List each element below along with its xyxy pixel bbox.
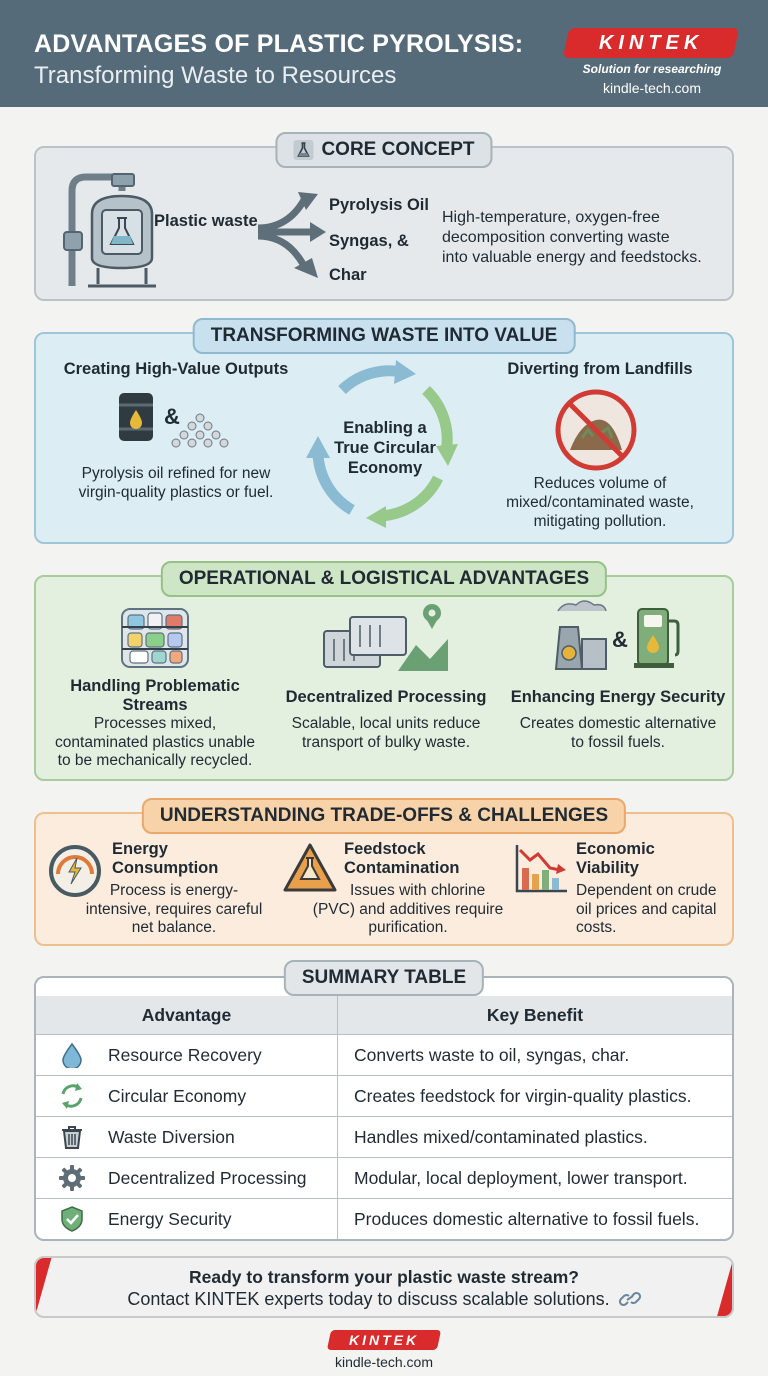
feedstock-contamination-title: Feedstock Contamination — [344, 840, 460, 877]
kintek-logo[interactable]: KINTEK — [562, 28, 740, 58]
column-header-benefit: Key Benefit — [486, 1004, 584, 1025]
benefit-cell: Modular, local deployment, lower transpo… — [354, 1167, 688, 1188]
table-row: Circular Economy Creates feedstock for v… — [36, 1075, 732, 1116]
advantage-cell: Energy Security — [108, 1208, 232, 1229]
trade-offs-heading: UNDERSTANDING TRADE-OFFS & CHALLENGES — [141, 798, 627, 834]
footer-url-link[interactable]: kindle-tech.com — [334, 1354, 434, 1370]
link-chain-icon[interactable] — [618, 1290, 641, 1308]
cta-right-accent — [716, 1258, 732, 1316]
decentralized-processing-text: Scalable, local units reduce transport o… — [291, 715, 481, 751]
advantage-cell: Waste Diversion — [108, 1126, 235, 1147]
benefit-cell: Produces domestic alternative to fossil … — [354, 1208, 700, 1229]
benefit-cell: Converts waste to oil, syngas, char. — [354, 1044, 630, 1065]
trash-can-icon — [62, 1126, 82, 1149]
feedstock-contamination-text: Issues with chlorine (PVC) and additives… — [312, 882, 504, 936]
no-landfill-icon — [555, 389, 637, 471]
cta-subline: Contact KINTEK experts today to discuss … — [36, 1289, 732, 1310]
advantage-cell: Resource Recovery — [108, 1044, 262, 1065]
oil-barrel-icon — [119, 393, 153, 441]
brand-tagline: Solution for researching — [582, 62, 722, 76]
call-to-action-banner[interactable]: Ready to transform your plastic waste st… — [34, 1256, 734, 1318]
landfill-diversion-text: Reduces volume of mixed/contaminated was… — [506, 475, 694, 530]
plastic-bale-icon — [121, 608, 189, 668]
branch-arrows-icon — [258, 192, 326, 278]
landfill-diversion-title: Diverting from Landfills — [507, 360, 693, 378]
table-row: Resource Recovery Converts waste to oil,… — [36, 1034, 732, 1075]
decentralized-processing-title: Decentralized Processing — [285, 688, 487, 706]
operational-advantages-heading: OPERATIONAL & LOGISTICAL ADVANTAGES — [160, 561, 608, 597]
column-header-advantage: Advantage — [141, 1004, 232, 1025]
high-value-outputs-title: Creating High-Value Outputs — [63, 360, 289, 378]
water-drop-icon — [62, 1042, 82, 1068]
operational-advantages-panel: OPERATIONAL & LOGISTICAL ADVANTAGES Hand… — [34, 561, 734, 781]
output-syngas-label: Syngas, & — [329, 232, 409, 250]
table-row: Energy Security Produces domestic altern… — [36, 1198, 732, 1239]
economic-viability-text: Dependent on crude oil prices and capita… — [576, 882, 717, 936]
footer-kintek-logo[interactable]: KINTEK — [326, 1330, 442, 1350]
energy-consumption-text: Process is energy- intensive, requires c… — [85, 882, 263, 936]
shield-check-icon — [61, 1206, 83, 1232]
header-banner: ADVANTAGES OF PLASTIC PYROLYSIS: Transfo… — [0, 0, 768, 107]
waste-to-value-heading: TRANSFORMING WASTE INTO VALUE — [192, 318, 576, 354]
advantage-cell: Circular Economy — [108, 1085, 247, 1106]
summary-table-heading: SUMMARY TABLE — [283, 960, 485, 996]
outputs-ampersand: & — [164, 404, 180, 429]
brand-url-link[interactable]: kindle-tech.com — [602, 80, 702, 96]
trade-offs-panel: UNDERSTANDING TRADE-OFFS & CHALLENGES En… — [34, 798, 734, 946]
recycle-arrows-icon — [61, 1083, 83, 1109]
flask-icon — [293, 140, 314, 160]
problematic-streams-text: Processes mixed, contaminated plastics u… — [55, 715, 255, 769]
benefit-cell: Handles mixed/contaminated plastics. — [354, 1126, 648, 1147]
plastic-pellets-icon — [171, 413, 229, 448]
warning-flask-icon — [283, 843, 337, 892]
problematic-streams-title: Handling Problematic Streams — [70, 677, 240, 714]
gear-icon — [59, 1165, 85, 1191]
page-title: ADVANTAGES OF PLASTIC PYROLYSIS: — [34, 30, 524, 58]
cta-left-accent — [36, 1258, 52, 1316]
table-row: Decentralized Processing Modular, local … — [36, 1157, 732, 1198]
energy-security-text: Creates domestic alternative to fossil f… — [519, 715, 717, 751]
core-concept-panel: CORE CONCEPT Plastic waste Pyrolysis Oil… — [34, 132, 734, 301]
circular-economy-label: Enabling a True Circular Economy — [334, 419, 436, 477]
modular-units-icon — [323, 604, 448, 671]
fuel-pump-icon — [634, 608, 680, 668]
page-subtitle: Transforming Waste to Resources — [34, 62, 397, 89]
table-header-row: Advantage Key Benefit — [36, 996, 732, 1034]
output-char-label: Char — [329, 266, 367, 284]
waste-to-value-panel: TRANSFORMING WASTE INTO VALUE Creating H… — [34, 318, 734, 544]
summary-table-panel: SUMMARY TABLE Advantage Key Benefit Reso… — [34, 960, 734, 1241]
core-description: High-temperature, oxygen-free decomposit… — [442, 209, 702, 266]
table-row: Waste Diversion Handles mixed/contaminat… — [36, 1116, 732, 1157]
power-plant-icon — [554, 600, 607, 670]
declining-chart-icon — [515, 845, 567, 893]
core-concept-heading: CORE CONCEPT — [275, 132, 493, 168]
cta-headline: Ready to transform your plastic waste st… — [189, 1267, 579, 1287]
energy-consumption-title: Energy Consumption — [112, 840, 219, 877]
circular-economy-arrows-icon — [306, 360, 458, 528]
output-oil-label: Pyrolysis Oil — [329, 196, 429, 214]
high-value-outputs-text: Pyrolysis oil refined for new virgin-qua… — [78, 465, 274, 501]
benefit-cell: Creates feedstock for virgin-quality pla… — [354, 1085, 692, 1106]
plastic-waste-label: Plastic waste — [154, 212, 258, 230]
pyrolysis-reactor-icon — [63, 173, 156, 288]
energy-ampersand: & — [612, 627, 628, 652]
energy-gauge-icon — [49, 845, 101, 897]
advantage-cell: Decentralized Processing — [108, 1167, 307, 1188]
energy-security-title: Enhancing Energy Security — [510, 688, 726, 706]
economic-viability-title: Economic Viability — [576, 840, 655, 877]
